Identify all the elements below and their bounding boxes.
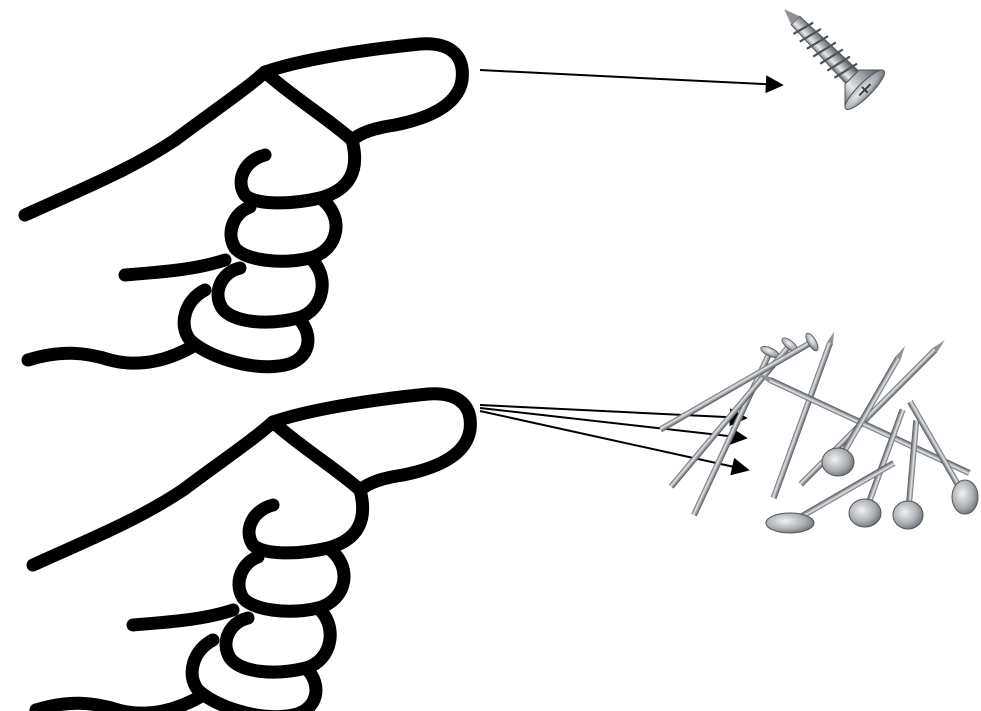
arrow	[479, 407, 748, 446]
pointing-hand-icon	[25, 44, 462, 367]
nails-pile-icon	[658, 331, 979, 534]
arrow	[479, 410, 750, 476]
screw-icon	[784, 9, 886, 111]
arrow	[479, 69, 784, 94]
arrow	[479, 404, 748, 427]
pointing-hand-icon	[33, 394, 470, 711]
